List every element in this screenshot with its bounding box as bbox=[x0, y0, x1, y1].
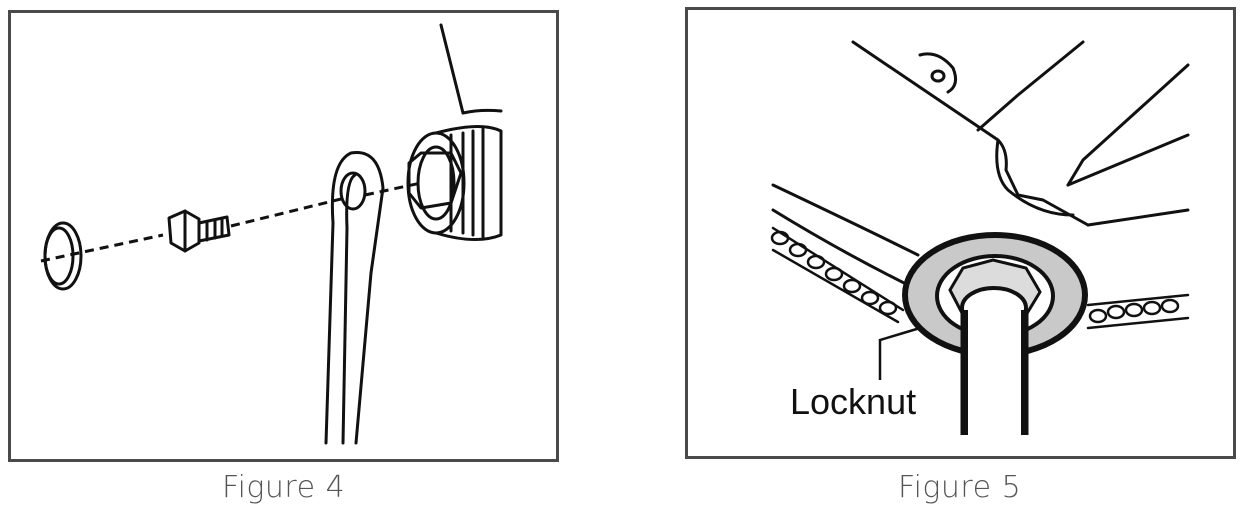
assembly-axis-line bbox=[40, 181, 422, 263]
locknut bbox=[902, 232, 1088, 435]
figure-4-illustration bbox=[40, 23, 503, 445]
chain bbox=[770, 226, 1190, 330]
crank-arm bbox=[324, 150, 385, 445]
dust-cap bbox=[43, 221, 83, 291]
figure-4-panel bbox=[8, 10, 559, 462]
figure-5-illustration: Locknut bbox=[770, 40, 1190, 435]
figure-4-caption: Figure 4 bbox=[222, 470, 346, 505]
frame-tube-line bbox=[439, 23, 465, 115]
crank-bolt bbox=[167, 209, 231, 253]
locknut-label: Locknut bbox=[790, 381, 916, 422]
figure-5-caption: Figure 5 bbox=[898, 470, 1022, 505]
locknut-callout-line bbox=[878, 326, 921, 380]
bottom-bracket bbox=[406, 124, 503, 242]
figure-5-panel: Locknut bbox=[685, 7, 1236, 459]
